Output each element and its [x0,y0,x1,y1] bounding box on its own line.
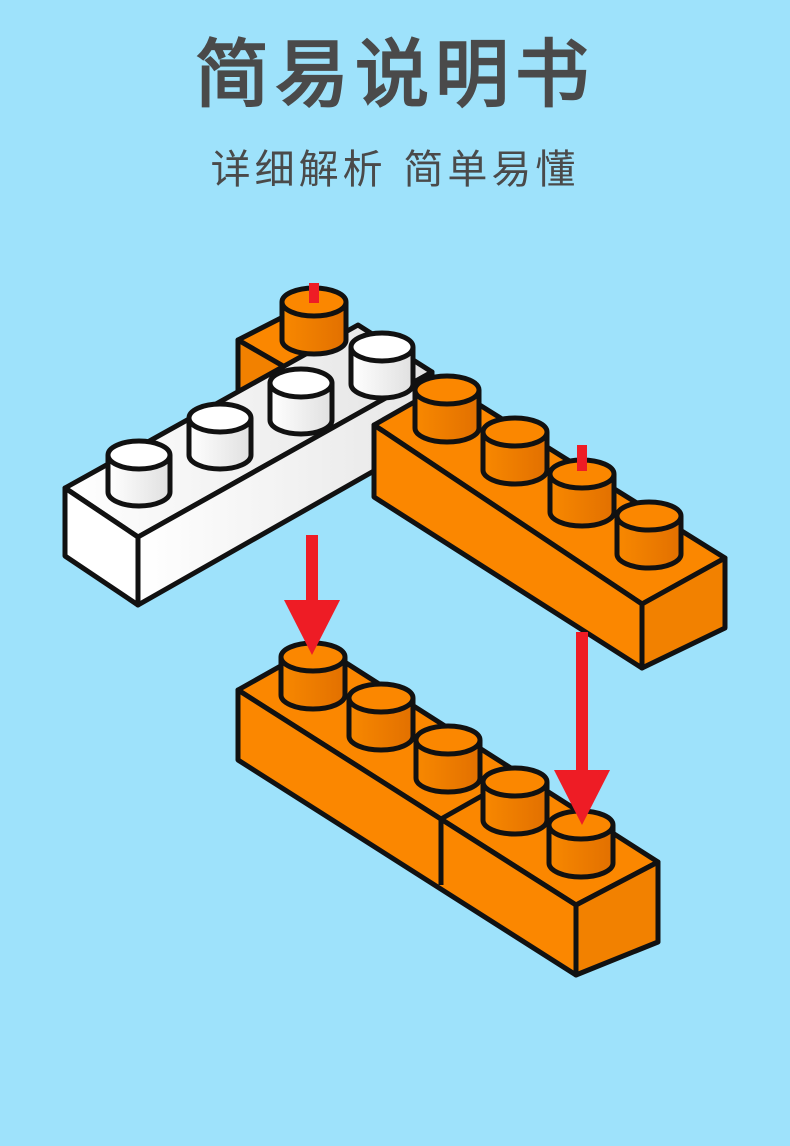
stud [413,723,483,795]
stud [480,415,550,487]
marker-tick [309,283,319,303]
page-title: 简易说明书 [195,32,595,118]
stud [412,373,482,445]
stud [348,330,416,401]
stud [480,765,550,837]
stud [105,438,173,509]
stud [546,808,616,880]
assembly-arrow-left [284,535,340,655]
stud [267,366,335,437]
stud [346,681,416,753]
assembly-arrow-right [554,632,610,825]
stud [186,401,254,472]
page-subtitle: 详细解析 简单易懂 [210,147,580,193]
stud [614,499,684,571]
stud [547,457,617,529]
marker-tick [577,445,587,471]
